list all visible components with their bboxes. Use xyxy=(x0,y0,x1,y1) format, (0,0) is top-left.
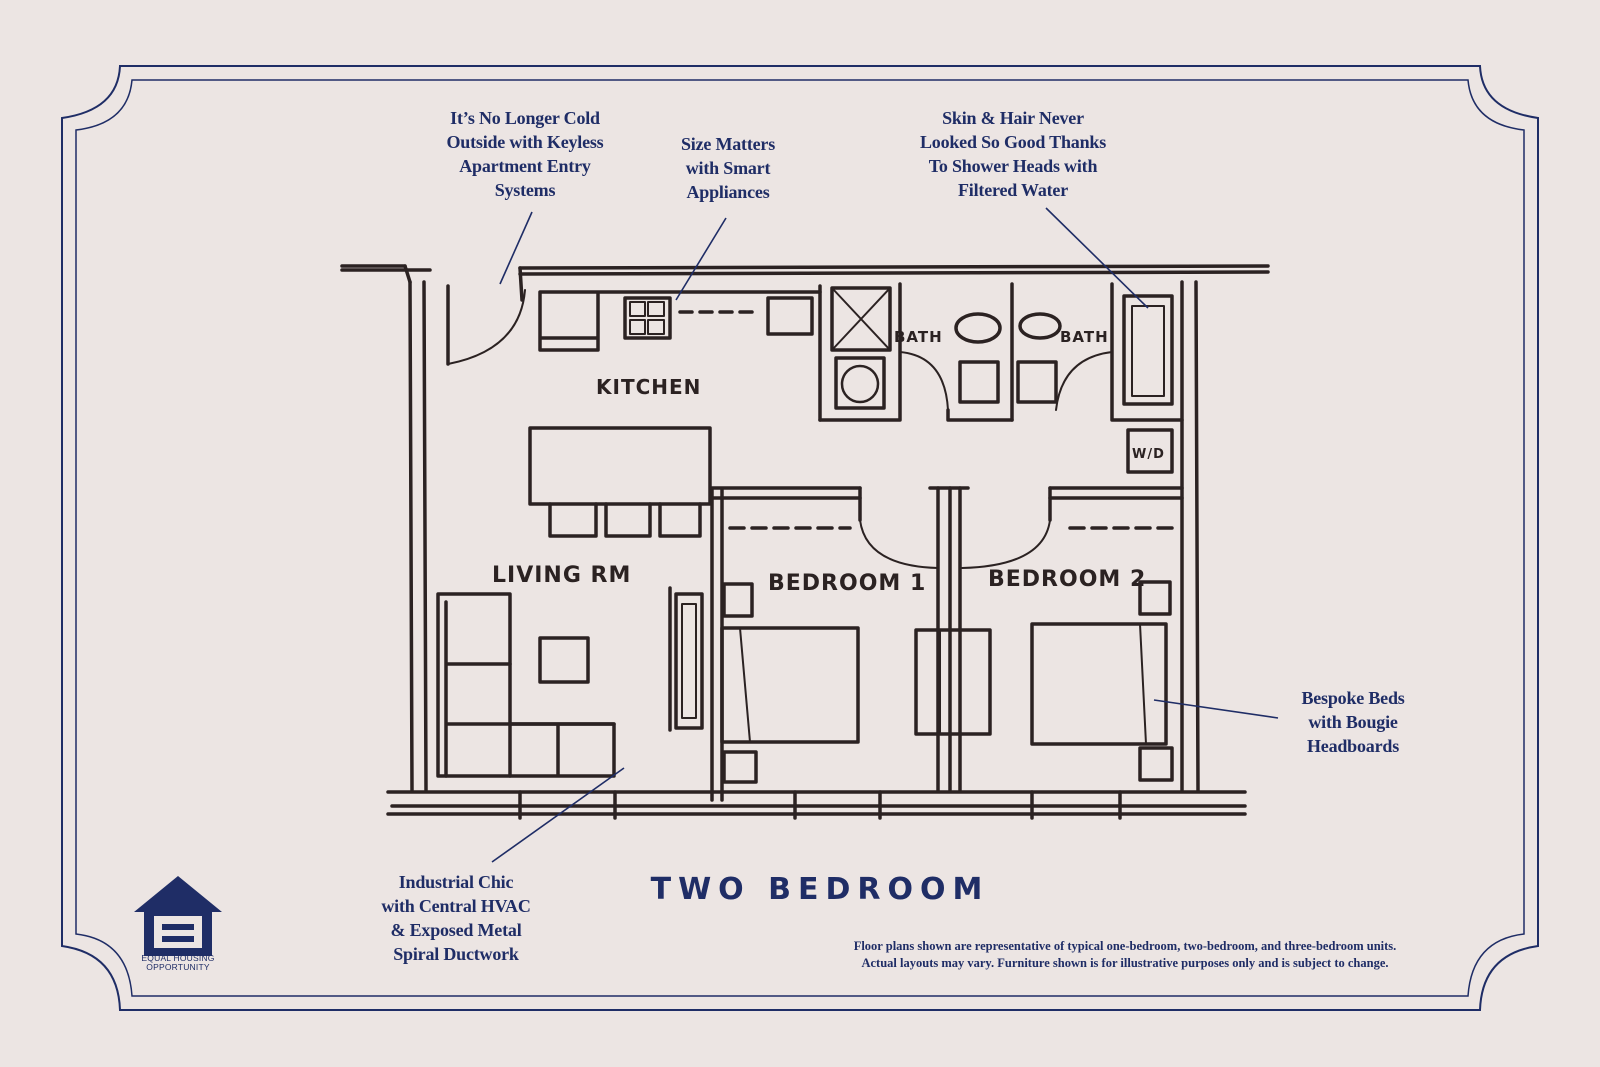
room-label-living: LIVING RM xyxy=(492,563,631,588)
room-label-kitchen: KITCHEN xyxy=(596,375,701,399)
annotation-appliances: Size Matters with Smart Appliances xyxy=(680,134,776,202)
annotation-hvac: Industrial Chic with Central HVAC & Expo… xyxy=(381,872,531,964)
annotation-shower: Skin & Hair Never Looked So Good Thanks … xyxy=(919,108,1107,200)
disclaimer-text: Floor plans shown are representative of … xyxy=(853,939,1397,970)
equal-housing-icon xyxy=(134,876,222,956)
room-label-bath1: BATH xyxy=(894,328,943,346)
annotation-beds: Bespoke Beds with Bougie Headboards xyxy=(1301,688,1405,756)
room-label-bedroom1: BEDROOM 1 xyxy=(768,571,926,596)
page-title: TWO BEDROOM xyxy=(650,872,990,907)
room-label-wd: W/D xyxy=(1132,447,1165,462)
room-label-bedroom2: BEDROOM 2 xyxy=(988,567,1146,592)
annotation-keyless: It’s No Longer Cold Outside with Keyless… xyxy=(446,108,604,200)
room-label-bath2: BATH xyxy=(1060,328,1109,346)
equal-housing-text: EQUAL HOUSING OPPORTUNITY xyxy=(141,953,215,972)
